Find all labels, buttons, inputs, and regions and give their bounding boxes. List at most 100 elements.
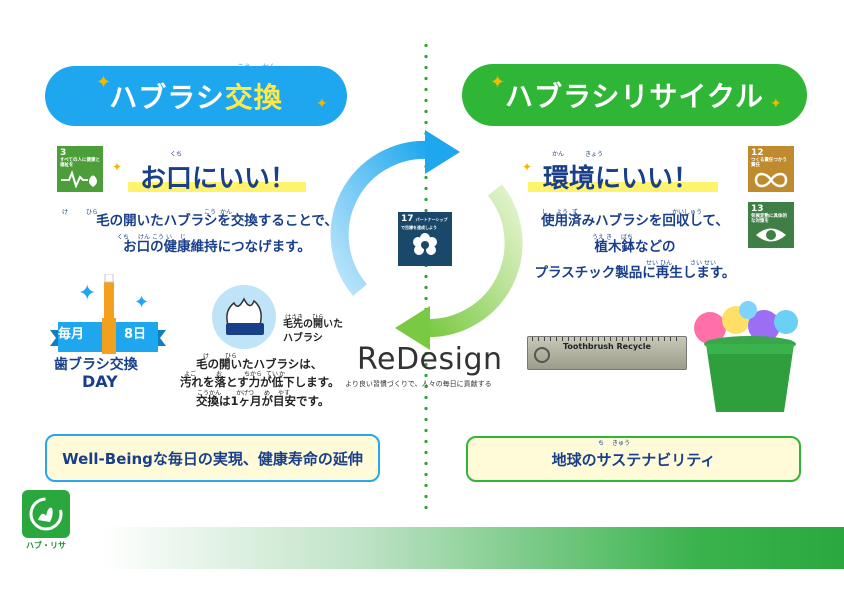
ruby: けさき bbox=[285, 314, 304, 321]
sdg-3-number: 3 bbox=[60, 148, 67, 158]
brush-head-icon bbox=[226, 297, 264, 335]
recycled-ruler: Toothbrush Recycle bbox=[527, 336, 687, 370]
sdg-13-label: 気候変動に具体的な対策を bbox=[751, 213, 787, 224]
ruby: け bbox=[62, 209, 69, 216]
note-line3: 交換は1ヶ月が目安です。 bbox=[196, 394, 330, 408]
sdg-13-badge: 13 気候変動に具体的な対策を bbox=[748, 202, 794, 248]
headline-underline bbox=[528, 182, 718, 192]
ruby: さい bbox=[690, 260, 703, 267]
sdg-17-number: 17 bbox=[401, 214, 414, 224]
ruby: け bbox=[203, 353, 210, 360]
ruby: せい bbox=[646, 260, 659, 267]
infinity-icon bbox=[754, 172, 788, 188]
sparkle-icon: ✦ bbox=[490, 72, 506, 93]
ruby: よご bbox=[184, 371, 197, 378]
left-title-ruby-1: こう bbox=[237, 63, 251, 71]
right-body-line1: 使用済みハブラシを回収して、 bbox=[541, 213, 729, 229]
ruby: い bbox=[166, 234, 173, 241]
right-body-line3: プラスチック製品に再生します。 bbox=[534, 265, 736, 281]
note-line1: 毛の開いたハブラシは、 bbox=[196, 357, 323, 371]
right-headline: 環境にいい！ bbox=[543, 164, 700, 194]
ruby: め bbox=[264, 390, 271, 397]
sparkle-icon: ✦ bbox=[522, 160, 533, 174]
ruby: し bbox=[542, 209, 549, 216]
sparkle-icon: ✦ bbox=[770, 96, 782, 112]
ruby: こうかん bbox=[197, 390, 222, 397]
ruby: かいしゅう bbox=[672, 209, 703, 216]
ruby: か bbox=[279, 371, 286, 378]
sparkle-icon: ✦ bbox=[112, 160, 123, 174]
left-title-ruby-2: かん bbox=[262, 63, 276, 71]
ruby: ず bbox=[572, 209, 579, 216]
ruby: ち bbox=[598, 440, 605, 447]
ruby: かん bbox=[220, 209, 233, 216]
ruby: き bbox=[606, 234, 613, 241]
sdg-17-badge: 17 パートナーシップで目標を達成しよう bbox=[398, 212, 452, 266]
left-title-pre: ハブラシ bbox=[109, 81, 225, 114]
right-headline-ruby-1: かん bbox=[552, 151, 565, 158]
recycle-arrows-icon bbox=[330, 130, 523, 350]
sdg-12-number: 12 bbox=[751, 148, 764, 158]
ruler-ticks bbox=[532, 337, 682, 341]
left-title-pill: ハブラシ交換 bbox=[45, 66, 347, 126]
ruby: うえ bbox=[592, 234, 605, 241]
ruby: ちから bbox=[244, 371, 263, 378]
sdg-3-label: すべての人に健康と福祉を bbox=[60, 157, 101, 168]
day-sub: DAY bbox=[82, 372, 118, 391]
sdg-3-badge: 3 すべての人に健康と福祉を bbox=[57, 146, 103, 192]
recycle-mark-icon bbox=[534, 347, 550, 363]
ruby: ひら bbox=[312, 314, 325, 321]
ruby: ひん bbox=[660, 260, 673, 267]
habu-risa-logo bbox=[22, 490, 70, 538]
flower-pot-illustration bbox=[694, 301, 798, 412]
right-title-pill: ハブラシリサイクル bbox=[462, 64, 807, 126]
ruby: こう bbox=[152, 234, 165, 241]
ruby: こう bbox=[204, 209, 217, 216]
ruler-label: Toothbrush Recycle bbox=[563, 342, 651, 351]
ruby: お bbox=[216, 371, 223, 378]
redesign-logo: ReDesign bbox=[357, 342, 503, 377]
left-title-accent: 交換 bbox=[224, 81, 283, 114]
ruby: ひら bbox=[86, 209, 99, 216]
ruby: せい bbox=[704, 260, 717, 267]
sdg-13-number: 13 bbox=[751, 204, 764, 214]
ruby: くち bbox=[117, 234, 130, 241]
right-body-line2: 植木鉢などの bbox=[594, 239, 676, 255]
left-bottom-text: Well-Beingな毎日の実現、健康寿命の延伸 bbox=[62, 449, 363, 468]
day-month: 毎月 bbox=[58, 327, 85, 342]
left-headline-ruby: くち bbox=[170, 151, 183, 158]
brush-head-circle bbox=[212, 285, 276, 349]
ruby: よう bbox=[556, 209, 569, 216]
headline-underline bbox=[128, 182, 306, 192]
note-line2: 汚れを落とす力が低下します。 bbox=[180, 375, 340, 389]
svg-text:✦: ✦ bbox=[134, 292, 149, 313]
left-body-line2: お口の健康維持につなげます。 bbox=[123, 239, 311, 255]
right-bottom-box: 地球のサステナビリティ bbox=[466, 436, 801, 482]
ruby: ひら bbox=[225, 353, 238, 360]
brush-label-line2: ハブラシ bbox=[283, 333, 323, 344]
heartbeat-icon bbox=[61, 170, 97, 188]
right-title: ハブラシリサイクル bbox=[504, 80, 765, 113]
ruby: かげつ bbox=[236, 390, 255, 397]
logo-text: ハブ・リサ bbox=[26, 541, 66, 550]
day-day: 8日 bbox=[124, 327, 147, 342]
ruby: ばち bbox=[621, 234, 634, 241]
brush-day-illustration: ✦ ✦ bbox=[50, 274, 166, 354]
right-headline-ruby-2: きょう bbox=[585, 151, 604, 158]
sparkle-icon: ✦ bbox=[96, 72, 112, 93]
brush-label-line1: 毛先の開いた bbox=[283, 319, 343, 330]
svg-text:✦: ✦ bbox=[78, 281, 96, 306]
sdg-12-badge: 12 つくる責任つかう責任 bbox=[748, 146, 794, 192]
left-bottom-box: Well-Beingな毎日の実現、健康寿命の延伸 bbox=[45, 434, 380, 482]
sdg-17-label: パートナーシップで目標を達成しよう bbox=[401, 217, 448, 230]
flower-icon bbox=[413, 233, 437, 255]
ruby: やす bbox=[278, 390, 291, 397]
ruby: けん bbox=[138, 234, 151, 241]
ruby: きゅう bbox=[612, 440, 631, 447]
center-divider bbox=[424, 40, 428, 510]
sdg-12-label: つくる責任つかう責任 bbox=[751, 157, 787, 168]
right-bottom-text: 地球のサステナビリティ bbox=[551, 450, 716, 469]
left-body-line1: 毛の開いたハブラシを交換することで、 bbox=[96, 213, 338, 229]
bottom-gradient-bar bbox=[100, 527, 844, 569]
sparkle-icon: ✦ bbox=[316, 96, 328, 112]
